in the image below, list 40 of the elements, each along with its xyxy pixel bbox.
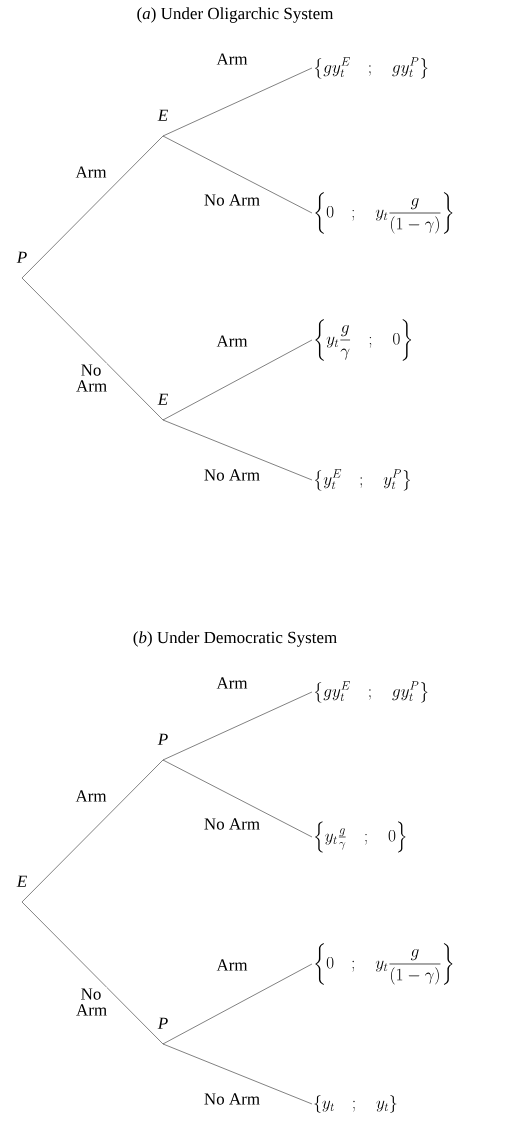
payoff-formula: $\left\{ 0 \quad ; \quad y_t \frac{g}{(1-\gamma)} \right\}$ [315,943,453,985]
player-label: P [157,733,168,745]
edge-label: No Arm [202,468,262,482]
player-label: E [157,109,168,121]
player-label: P [16,251,27,263]
branch-line [162,419,313,481]
branch-line [162,135,313,214]
payoff-formula: $\left\{ 0 \quad ; \quad y_t \frac{g}{(1-\gamma)} \right\}$ [315,192,453,234]
branch-line [21,901,164,1045]
edge-label: Arm [215,52,249,66]
edge-label: Arm [215,958,249,972]
branch-line [162,759,313,838]
edge-label: No Arm [75,363,107,393]
branch-line [21,759,164,903]
branch-line [21,277,164,421]
edge-label: No Arm [202,817,262,831]
edge-label: Arm [215,334,249,348]
branch-line [162,67,313,137]
branch-line [162,691,313,761]
payoff-formula: $\left\{ y_t \frac{g}{\gamma} \quad ; \quad 0 \right\}$ [315,319,412,361]
edge-label: No Arm [202,1092,262,1106]
branch-line [162,339,313,421]
payoff-formula: $\left\{ y_t^E \quad ; \quad y_t^P \right\}$ [315,469,410,491]
payoff-formula: $\left\{ y_t \tfrac{g}{\gamma} \quad ; \quad 0 \right\}$ [315,821,406,853]
panel-title: (b) Under Democratic System [133,631,337,647]
player-label: P [157,1017,168,1029]
payoff-formula: $\left\{ y_t \quad ; \quad y_t \right\}$ [314,1095,397,1113]
branch-line [162,1043,313,1105]
edge-label: No Arm [75,987,107,1017]
branch-line [21,135,164,279]
edge-label: Arm [215,676,249,690]
payoff-formula: $\left\{ g y_t^E \quad ; \quad g y_t^P \right\}$ [315,57,428,79]
branch-line [162,963,313,1045]
player-label: E [16,875,27,887]
edge-label: No Arm [202,193,262,207]
player-label: E [157,393,168,405]
panel-title: (a) Under Oligarchic System [137,7,334,23]
edge-label: Arm [74,165,108,179]
edge-label: Arm [74,789,108,803]
payoff-formula: $\left\{ g y_t^E \quad ; \quad g y_t^P \right\}$ [315,681,428,703]
